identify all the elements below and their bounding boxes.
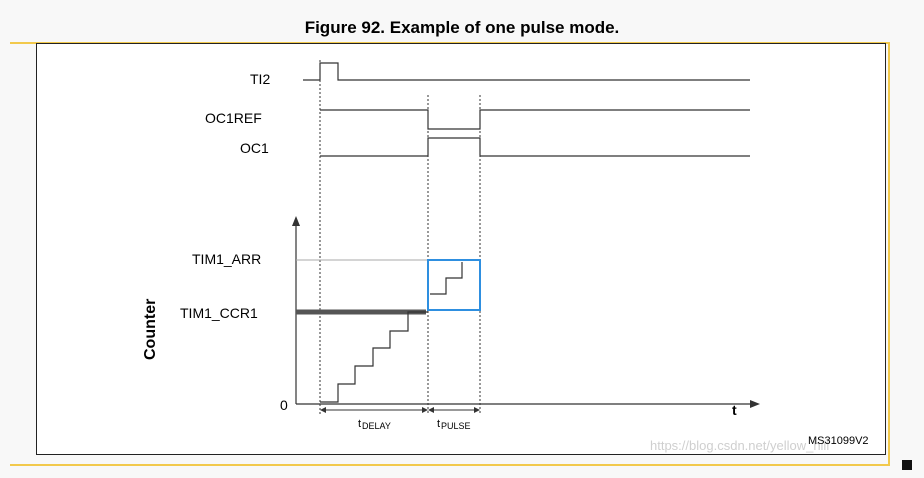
x-axis-arrow: [750, 400, 760, 408]
oc1ref-waveform: [320, 109, 750, 130]
delay-arrow-right: [422, 407, 428, 413]
ti2-label: TI2: [250, 71, 270, 87]
pulse-staircase: [430, 262, 463, 295]
oc1-waveform: [320, 137, 750, 157]
oc1-label: OC1: [240, 140, 269, 156]
delay-subscript: DELAY: [362, 421, 391, 431]
diagram-frame: [36, 43, 886, 455]
pulse-arrow-left: [428, 407, 434, 413]
end-marker: [902, 460, 912, 470]
delay-label: t: [358, 418, 361, 430]
counter-axis-label: Counter: [142, 299, 159, 360]
zero-label: 0: [280, 397, 288, 413]
ccr1-label: TIM1_CCR1: [180, 305, 258, 321]
watermark: https://blog.csdn.net/yellow_hill: [650, 438, 829, 453]
time-axis-label: t: [732, 402, 737, 418]
pulse-label: t: [437, 418, 440, 430]
y-axis-arrow: [292, 216, 300, 226]
figure-code: MS31099V2: [808, 435, 869, 447]
counter-staircase: [320, 311, 428, 403]
ti2-waveform: [303, 62, 750, 81]
pulse-highlight-box: [427, 259, 481, 311]
figure-title: Figure 92. Example of one pulse mode.: [304, 18, 620, 37]
oc1ref-label: OC1REF: [205, 110, 262, 126]
pulse-arrow-right: [474, 407, 480, 413]
delay-arrow-left: [320, 407, 326, 413]
pulse-subscript: PULSE: [441, 421, 471, 431]
bottom-rule: [10, 464, 890, 466]
arr-label: TIM1_ARR: [192, 251, 261, 267]
side-rule: [888, 42, 890, 465]
